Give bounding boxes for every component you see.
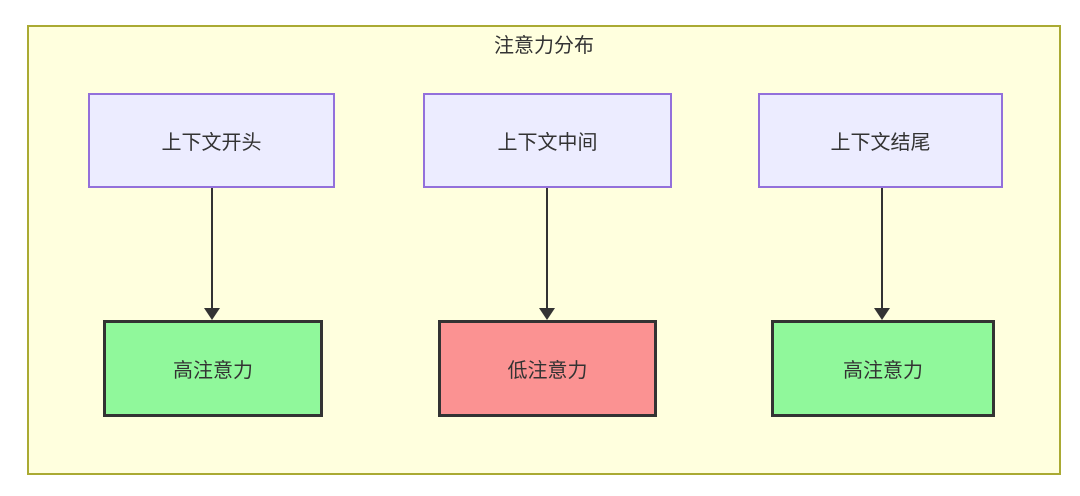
node-context-end: 上下文结尾 <box>758 93 1003 188</box>
arrow-head-icon <box>874 308 890 320</box>
arrow-line <box>881 188 883 308</box>
cluster-title: 注意力分布 <box>494 35 594 57</box>
node-high-attention-right: 高注意力 <box>771 320 995 417</box>
arrow-head-icon <box>539 308 555 320</box>
node-context-beginning: 上下文开头 <box>88 93 335 188</box>
arrow-line <box>211 188 213 308</box>
arrow-head-icon <box>204 308 220 320</box>
node-low-attention: 低注意力 <box>438 320 657 417</box>
arrow-line <box>546 188 548 308</box>
node-high-attention-left: 高注意力 <box>103 320 323 417</box>
node-context-middle: 上下文中间 <box>423 93 672 188</box>
